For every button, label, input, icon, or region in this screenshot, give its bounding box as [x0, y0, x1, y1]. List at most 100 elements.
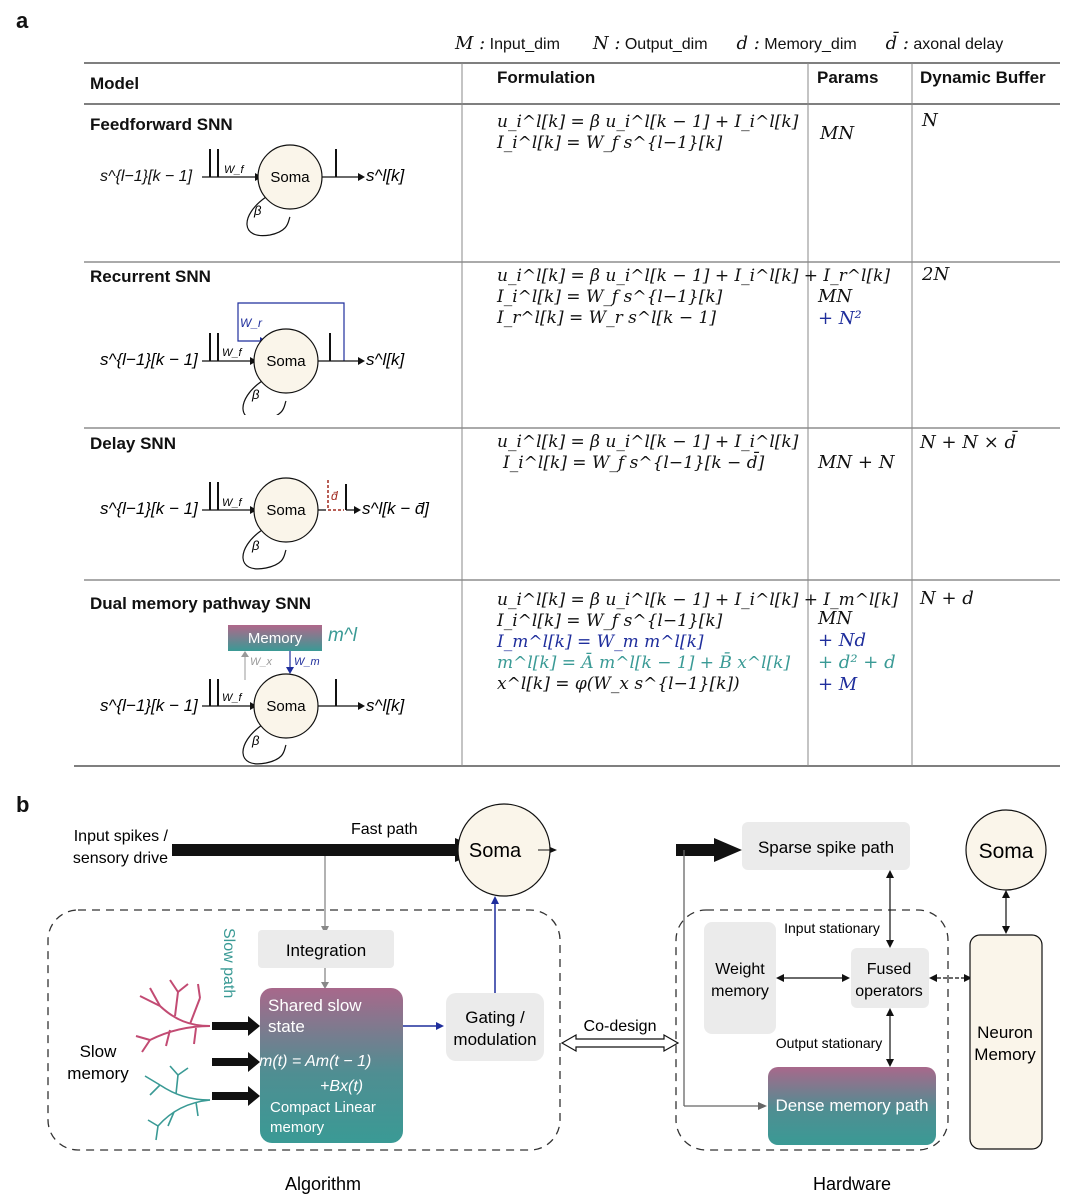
- integration-box: [258, 930, 394, 968]
- dual-eq-2: I_i^l[k] = W_f s^{l−1}[k]: [497, 611, 723, 631]
- dual-eq-1: u_i^l[k] = β u_i^l[k − 1] + I_i^l[k] + I…: [497, 590, 899, 610]
- sparse-spike-label: Sparse spike path: [758, 838, 894, 857]
- dense-memory-label: Dense memory path: [775, 1096, 928, 1115]
- integration-label: Integration: [286, 941, 366, 960]
- input-spikes-line1: Input spikes /: [74, 828, 169, 845]
- algorithm-dashed-frame: [47, 909, 561, 1151]
- legend: M : Input_dim N : Output_dim d : Memory_…: [455, 33, 1003, 54]
- rec-recurrent-weight: W_r: [240, 316, 263, 330]
- gating-line1: Gating /: [465, 1008, 525, 1027]
- dual-output-label: s^l[k]: [366, 696, 405, 715]
- pink-dendrite-icon: [135, 979, 211, 1053]
- fused-operators-box: [851, 948, 929, 1008]
- delay-weight: W_f: [222, 497, 243, 509]
- dual-wx: W_x: [250, 656, 273, 668]
- equation-1: m(t) = Am(t − 1): [259, 1053, 371, 1070]
- panel-b-diagram: Fast path Input spikes / sensory drive S…: [47, 803, 1047, 1194]
- equation-2: +Bx(t): [320, 1078, 363, 1095]
- hardware-label: Hardware: [813, 1174, 891, 1194]
- hw-soma-label: Soma: [979, 840, 1034, 863]
- input-stationary-label: Input stationary: [784, 920, 880, 936]
- delay-input-label: s^{l−1}[k − 1]: [100, 499, 199, 518]
- header-formulation: Formulation: [497, 68, 596, 87]
- dual-memory-sym: m^l: [328, 625, 358, 646]
- delay-buffer: N + N × d̄: [920, 432, 1017, 453]
- dual-param-2: + Nd: [818, 630, 867, 651]
- ff-eq-1: u_i^l[k] = β u_i^l[k − 1] + I_i^l[k]: [497, 112, 799, 132]
- recurrent-diagram: s^{l−1}[k − 1] W_f W_r β Soma s^l[k]: [100, 302, 405, 415]
- rec-formulation: u_i^l[k] = β u_i^l[k − 1] + I_i^l[k] + I…: [497, 266, 890, 329]
- rec-soma-label: Soma: [266, 353, 306, 370]
- dense-memory-box: [768, 1067, 936, 1145]
- input-spikes-line2: sensory drive: [73, 850, 168, 867]
- legend-n-label: Output_dim: [624, 36, 708, 53]
- shared-slow-state-box: [260, 988, 403, 1143]
- neuron-memory-line1: Neuron: [977, 1023, 1033, 1042]
- rec-eq-2: I_i^l[k] = W_f s^{l−1}[k]: [497, 287, 723, 307]
- header-dynamic-buffer: Dynamic Buffer: [920, 68, 1046, 87]
- model-dual-memory: Dual memory pathway SNN: [90, 594, 312, 613]
- panel-b-letter: b: [16, 792, 30, 817]
- weight-memory-box: [704, 922, 776, 1034]
- algo-soma-label: Soma: [469, 840, 522, 862]
- fused-line2: operators: [855, 983, 923, 1000]
- panel-a-letter: a: [16, 8, 29, 33]
- algorithm-label: Algorithm: [285, 1174, 361, 1194]
- slow-memory-line1: Slow: [80, 1042, 118, 1061]
- shared-state-line2: state: [268, 1017, 305, 1036]
- dual-memory-diagram: Memory m^l W_x W_m s^{l−1}[k − 1] W_f β …: [100, 625, 405, 765]
- dual-formulation: u_i^l[k] = β u_i^l[k − 1] + I_i^l[k] + I…: [497, 590, 898, 695]
- rec-param-1: MN: [818, 286, 853, 307]
- dual-soma-label: Soma: [266, 698, 306, 715]
- legend-dbar-label: axonal delay: [913, 36, 1004, 53]
- ff-output-label: s^l[k]: [366, 166, 405, 185]
- ff-soma-label: Soma: [270, 169, 310, 186]
- neuron-memory-line2: Memory: [974, 1045, 1036, 1064]
- rec-output-label: s^l[k]: [366, 350, 405, 369]
- legend-m-label: Input_dim: [489, 36, 560, 53]
- slow-path-label: Slow path: [220, 928, 237, 998]
- compact-line2: memory: [270, 1119, 325, 1136]
- rec-eq-3: I_r^l[k] = W_r s^l[k − 1]: [497, 308, 716, 328]
- delay-soma-label: Soma: [266, 502, 306, 519]
- dual-input-label: s^{l−1}[k − 1]: [100, 696, 199, 715]
- rec-params: MN + N²: [818, 286, 862, 330]
- model-recurrent: Recurrent SNN: [90, 267, 211, 286]
- ff-buffer: N: [922, 110, 938, 131]
- dual-beta: β: [251, 733, 260, 748]
- rec-param-2: + N²: [818, 308, 862, 329]
- legend-d-label: Memory_dim: [764, 36, 857, 53]
- delay-diagram: s^{l−1}[k − 1] W_f β Soma d̄ s^l[k − d̄]: [100, 477, 430, 570]
- legend-dbar-symbol: d̄ :: [885, 33, 909, 54]
- header-model: Model: [90, 74, 140, 93]
- weight-memory-line1: Weight: [715, 961, 765, 978]
- delay-dbar: d̄: [331, 489, 338, 503]
- dual-eq-3: I_m^l[k] = W_m m^l[k]: [497, 632, 704, 652]
- legend-m-symbol: M :: [455, 33, 486, 54]
- slow-memory-line2: memory: [67, 1064, 129, 1083]
- codesign-label: Co-design: [584, 1018, 657, 1035]
- dual-buffer: N + d: [920, 588, 974, 609]
- rec-beta: β: [251, 387, 260, 402]
- rec-eq-1: u_i^l[k] = β u_i^l[k − 1] + I_i^l[k] + I…: [497, 266, 891, 286]
- ff-weight: W_f: [224, 164, 245, 176]
- delay-params: MN + N: [818, 452, 895, 473]
- model-feedforward: Feedforward SNN: [90, 115, 233, 134]
- delay-formulation: u_i^l[k] = β u_i^l[k − 1] + I_i^l[k] I_i…: [497, 432, 798, 474]
- neuron-memory-box: [969, 934, 1043, 1150]
- delay-beta: β: [251, 538, 260, 553]
- teal-dendrite-icon: [144, 1065, 211, 1141]
- dual-eq-5: x^l[k] = φ(W_x s^{l−1}[k]): [497, 674, 740, 694]
- dual-param-4: + M: [818, 674, 858, 695]
- compact-line1: Compact Linear: [270, 1099, 376, 1116]
- dual-weight: W_f: [222, 692, 243, 704]
- rec-weight: W_f: [222, 347, 243, 359]
- rec-input-label: s^{l−1}[k − 1]: [100, 350, 199, 369]
- model-delay: Delay SNN: [90, 434, 176, 453]
- dual-memory-label: Memory: [248, 630, 303, 647]
- dual-eq-4: m^l[k] = Ā m^l[k − 1] + B̄ x^l[k]: [497, 653, 791, 673]
- dual-param-3: + d² + d: [818, 652, 896, 673]
- dual-memory-box: [228, 625, 322, 651]
- fast-path-arrow: [172, 838, 482, 862]
- gating-box: [446, 993, 544, 1061]
